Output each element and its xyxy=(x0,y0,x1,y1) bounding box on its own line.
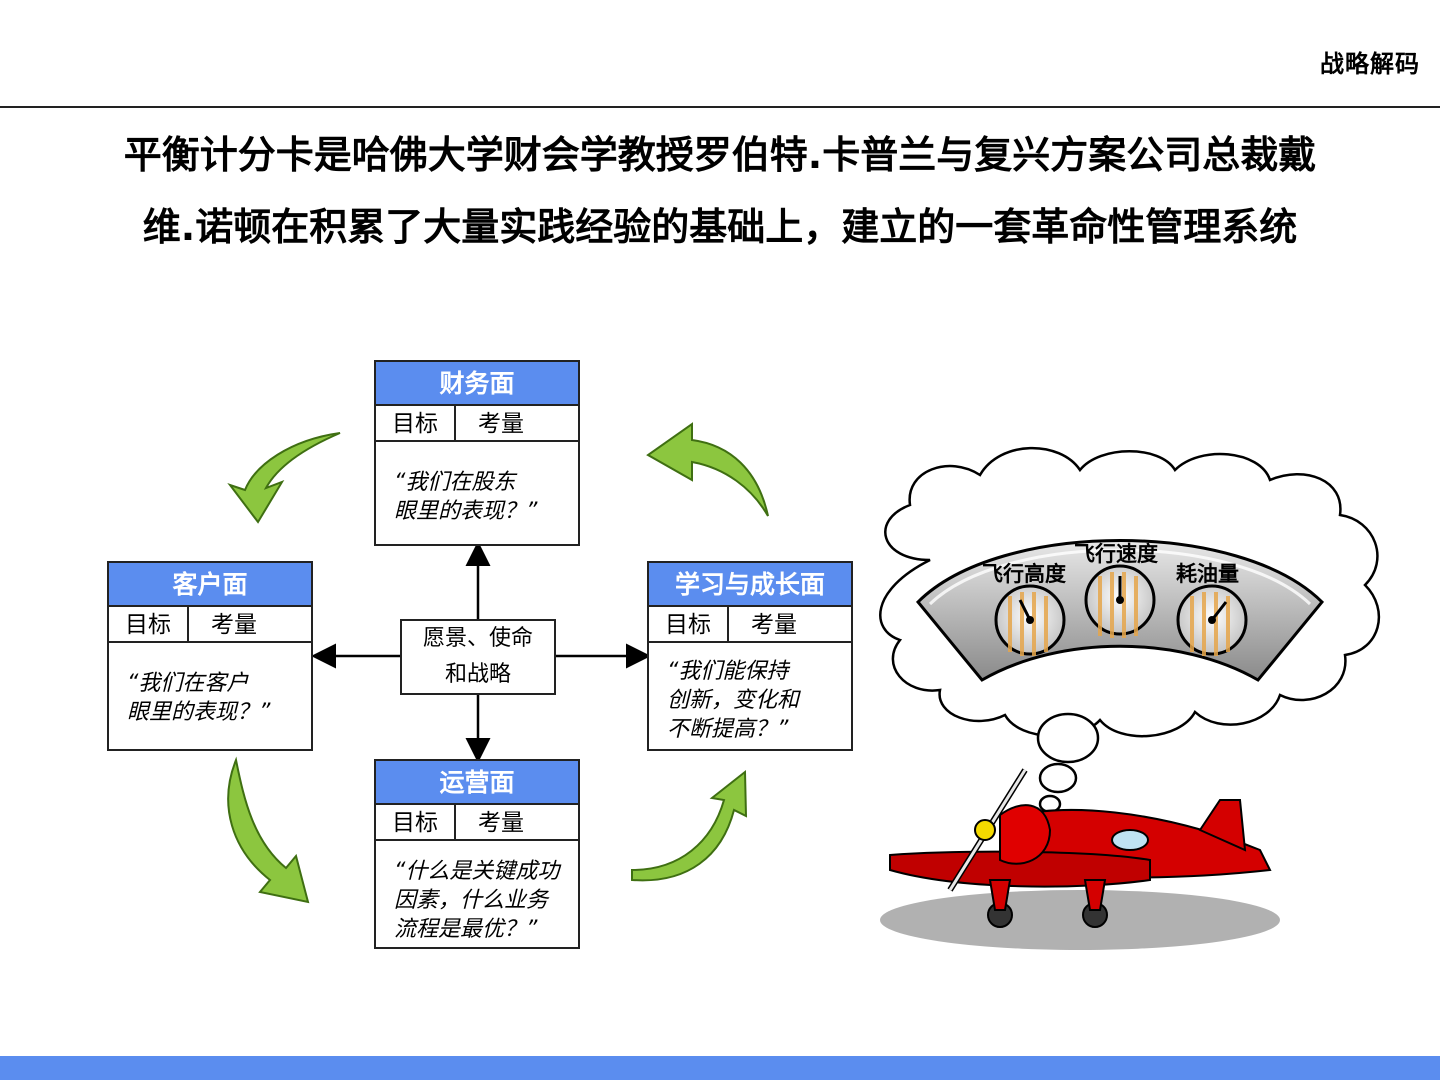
col-objectives: 目标 xyxy=(376,805,456,839)
center-line-2: 和战略 xyxy=(444,662,511,687)
gauge-speed xyxy=(1084,564,1156,638)
gauge-altitude xyxy=(994,584,1066,656)
curved-arrow-top-left xyxy=(227,432,341,524)
box-financial-title: 财务面 xyxy=(376,362,578,406)
box-customer-question: “我们在客户 眼里的表现？” xyxy=(127,671,271,725)
headline-line-1: 平衡计分卡是哈佛大学财会学教授罗伯特.卡普兰与复兴方案公司总裁戴 xyxy=(123,133,1317,177)
box-learning-growth-columns: 目标 考量 xyxy=(649,607,851,643)
box-learning-growth-question: “我们能保持 创新，变化和 不断提高？” xyxy=(667,659,800,742)
col-measures: 考量 xyxy=(478,411,524,437)
box-learning-growth: 学习与成长面 目标 考量 “我们能保持 创新，变化和 不断提高？” xyxy=(647,561,853,751)
box-learning-growth-title: 学习与成长面 xyxy=(649,563,851,607)
box-operations-columns: 目标 考量 xyxy=(376,805,578,841)
box-operations: 运营面 目标 考量 “什么是关键成功 因素，什么业务 流程是最优？” xyxy=(374,759,580,949)
gauge-label-altitude: 飞行高度 xyxy=(982,562,1066,586)
box-financial-columns: 目标 考量 xyxy=(376,406,578,442)
curved-arrow-bottom-right xyxy=(631,769,748,882)
headline-line-2: 维.诺顿在积累了大量实践经验的基础上，建立的一套革命性管理系统 xyxy=(142,205,1298,249)
col-measures: 考量 xyxy=(211,612,257,638)
center-vision-strategy-box: 愿景、使命 和战略 xyxy=(400,619,556,695)
box-operations-question: “什么是关键成功 因素，什么业务 流程是最优？” xyxy=(394,859,560,942)
curved-arrow-bottom-left xyxy=(227,756,310,904)
box-financial: 财务面 目标 考量 “我们在股东 眼里的表现？” xyxy=(374,360,580,546)
airplane-illustration xyxy=(880,768,1280,950)
curved-arrow-top-right xyxy=(646,422,769,517)
box-customer: 客户面 目标 考量 “我们在客户 眼里的表现？” xyxy=(107,561,313,751)
center-line-1: 愿景、使命 xyxy=(422,626,533,651)
col-objectives: 目标 xyxy=(649,607,729,641)
col-objectives: 目标 xyxy=(376,406,456,440)
col-measures: 考量 xyxy=(478,810,524,836)
page-header-title: 战略解码 xyxy=(1320,50,1420,78)
gauge-label-speed: 飞行速度 xyxy=(1074,542,1158,566)
gauge-label-fuel: 耗油量 xyxy=(1176,562,1239,586)
box-operations-title: 运营面 xyxy=(376,761,578,805)
col-objectives: 目标 xyxy=(109,607,189,641)
footer-bar xyxy=(0,1056,1440,1080)
box-financial-question: “我们在股东 眼里的表现？” xyxy=(394,470,538,524)
box-customer-columns: 目标 考量 xyxy=(109,607,311,643)
header-divider xyxy=(0,106,1440,108)
gauge-fuel xyxy=(1176,584,1248,656)
box-customer-title: 客户面 xyxy=(109,563,311,607)
col-measures: 考量 xyxy=(751,612,797,638)
